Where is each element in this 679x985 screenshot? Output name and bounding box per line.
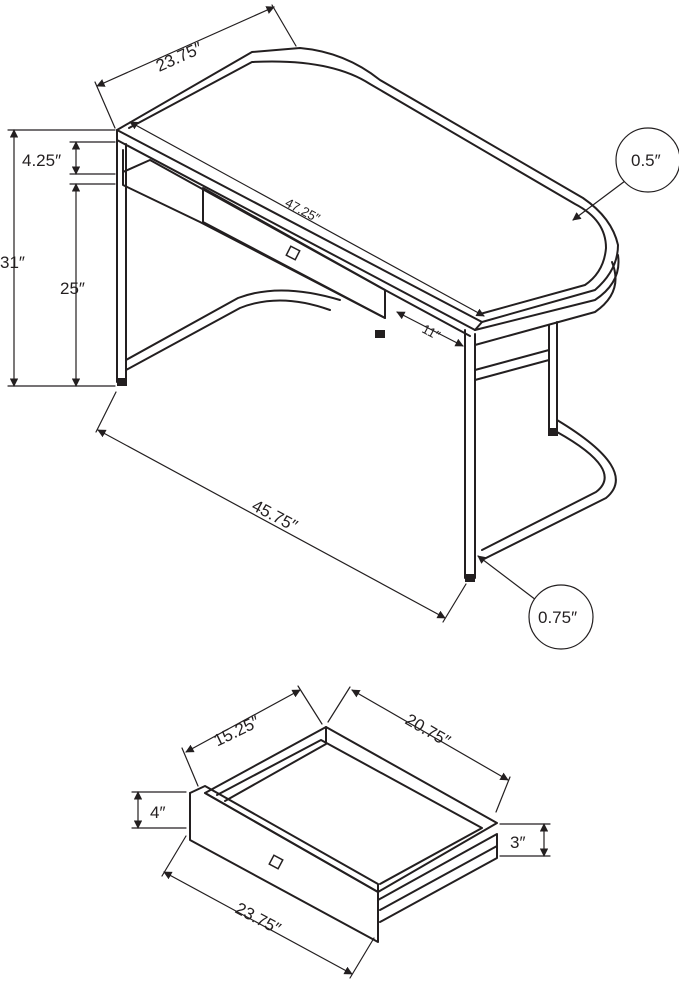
- foot-right-front: [465, 574, 475, 582]
- shelf-depth-label: 11″: [420, 321, 443, 343]
- desk-illustration: [116, 47, 620, 582]
- desk-base-curve-right: [474, 349, 617, 561]
- drawer-inner-wall: [224, 726, 327, 802]
- desk-top-front-edge: [116, 129, 483, 331]
- leg-size-label: 0.75″: [538, 608, 577, 627]
- foot-right-back: [548, 428, 558, 436]
- desk-top-right-edge: [474, 254, 620, 331]
- drawer-front-knob: [268, 854, 284, 870]
- total-height-label: 31″: [0, 253, 25, 272]
- leg-size-callout-circle: [528, 584, 594, 650]
- drawer-front-height-label: 4″: [150, 803, 165, 822]
- drawer-front-top: [189, 785, 379, 893]
- drawer-box-inner: [216, 739, 483, 885]
- drawer-box-back: [204, 726, 498, 893]
- desk-drawer-knob: [285, 245, 301, 261]
- desk-base-frame: [125, 289, 341, 371]
- drawer-front-panel: [189, 792, 379, 943]
- foot-middle-back: [375, 330, 385, 338]
- desk-depth-label: 23.75″: [153, 39, 205, 76]
- drawer-dimensions: [131, 685, 551, 979]
- drawer-length-label: 20.75″: [402, 710, 454, 751]
- desk-top-surface: [116, 47, 619, 323]
- base-length-label: 45.75″: [249, 496, 301, 536]
- top-thickness-label: 0.5″: [631, 151, 661, 170]
- desk-shelf-top: [122, 159, 471, 337]
- shelf-height-label: 4.25″: [22, 151, 61, 170]
- desk-dimensions: [7, 4, 679, 650]
- desk-right-front-leg: [464, 329, 476, 579]
- drawer-front-width-label: 23.75″: [232, 899, 284, 939]
- clearance-height-label: 25″: [60, 279, 85, 298]
- desk-right-back-leg: [548, 321, 558, 433]
- top-thickness-callout-circle: [615, 127, 679, 193]
- shelf-lower-ring: [474, 261, 617, 346]
- foot-left-front: [117, 378, 127, 386]
- drawer-side-rail: [377, 833, 498, 923]
- desk-left-front-leg: [116, 139, 127, 383]
- drawer-illustration: [189, 726, 498, 943]
- drawer-depth-label: 15.25″: [211, 712, 263, 750]
- drawer-side-height-label: 3″: [510, 833, 525, 852]
